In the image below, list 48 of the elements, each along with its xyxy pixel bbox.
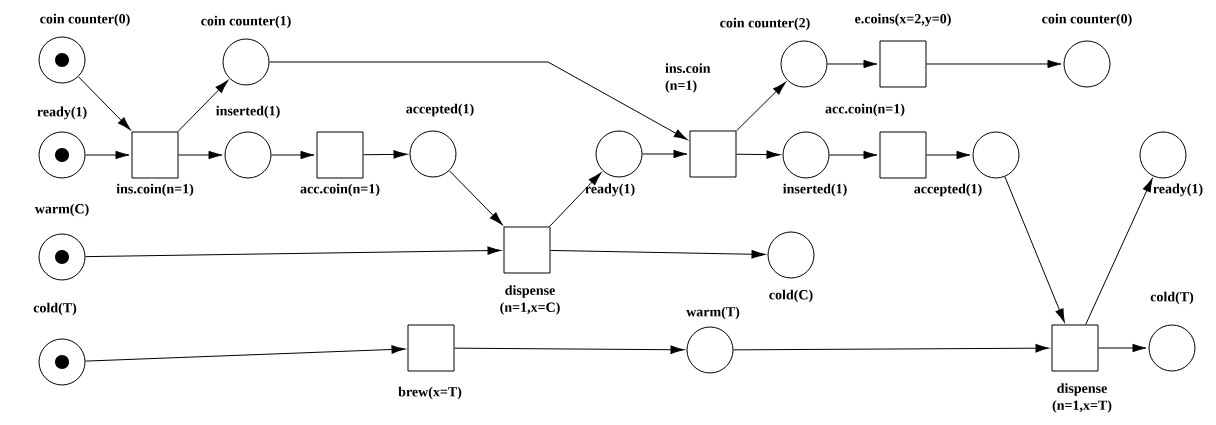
- node-label: inserted(1): [216, 105, 280, 119]
- arrow: [733, 343, 1050, 353]
- arrow: [85, 150, 130, 160]
- node-label: ready(1): [1153, 183, 1203, 197]
- arrow: [454, 345, 685, 354]
- node-label: ready(1): [585, 183, 635, 197]
- node-label: warm(C): [34, 203, 89, 217]
- node-label: ins.coin(n=1): [116, 183, 194, 197]
- arrow: [736, 150, 781, 159]
- node-label: coin counter(0): [40, 13, 130, 27]
- arrow: [269, 61, 688, 141]
- arrow: [736, 81, 786, 132]
- arrow: [448, 170, 503, 226]
- node-label: accepted(1): [406, 103, 474, 117]
- node-label: ins.coin (n=1): [665, 63, 711, 93]
- node-label: brew(x=T): [398, 386, 462, 400]
- arrow: [827, 59, 878, 69]
- arrow: [77, 76, 131, 131]
- arrow: [85, 246, 502, 258]
- node-label: acc.coin(n=1): [825, 103, 905, 117]
- node-label: accepted(1): [914, 183, 982, 197]
- arrow: [363, 150, 408, 159]
- arrow: [1085, 178, 1153, 325]
- node-label: coin counter(2): [720, 17, 810, 31]
- arrow: [550, 249, 766, 259]
- node-label: coin counter(0): [1042, 13, 1132, 27]
- node-label: dispense (n=1,x=C): [500, 285, 560, 315]
- arrow: [926, 59, 1062, 69]
- node-label: cold(C): [769, 289, 813, 303]
- node-label: dispense (n=1,x=T): [1052, 383, 1112, 413]
- arrow: [926, 150, 971, 160]
- node-label: ready(1): [37, 106, 87, 120]
- arrow: [178, 150, 223, 160]
- node-label: inserted(1): [783, 183, 847, 197]
- node-label: e.coins(x=2,y=0): [855, 13, 951, 27]
- node-label: acc.coin(n=1): [300, 183, 380, 197]
- node-label: cold(T): [1150, 291, 1194, 305]
- arrow: [271, 150, 315, 160]
- arrow: [642, 149, 688, 159]
- node-label: warm(T): [686, 306, 740, 320]
- node-label: coin counter(1): [201, 15, 291, 29]
- node-label: cold(T): [33, 302, 77, 316]
- arrow: [829, 150, 878, 160]
- arrow: [1098, 343, 1147, 353]
- arrow: [85, 345, 406, 362]
- arrow: [177, 80, 229, 132]
- arrow: [1004, 176, 1065, 323]
- arrow: [549, 172, 602, 227]
